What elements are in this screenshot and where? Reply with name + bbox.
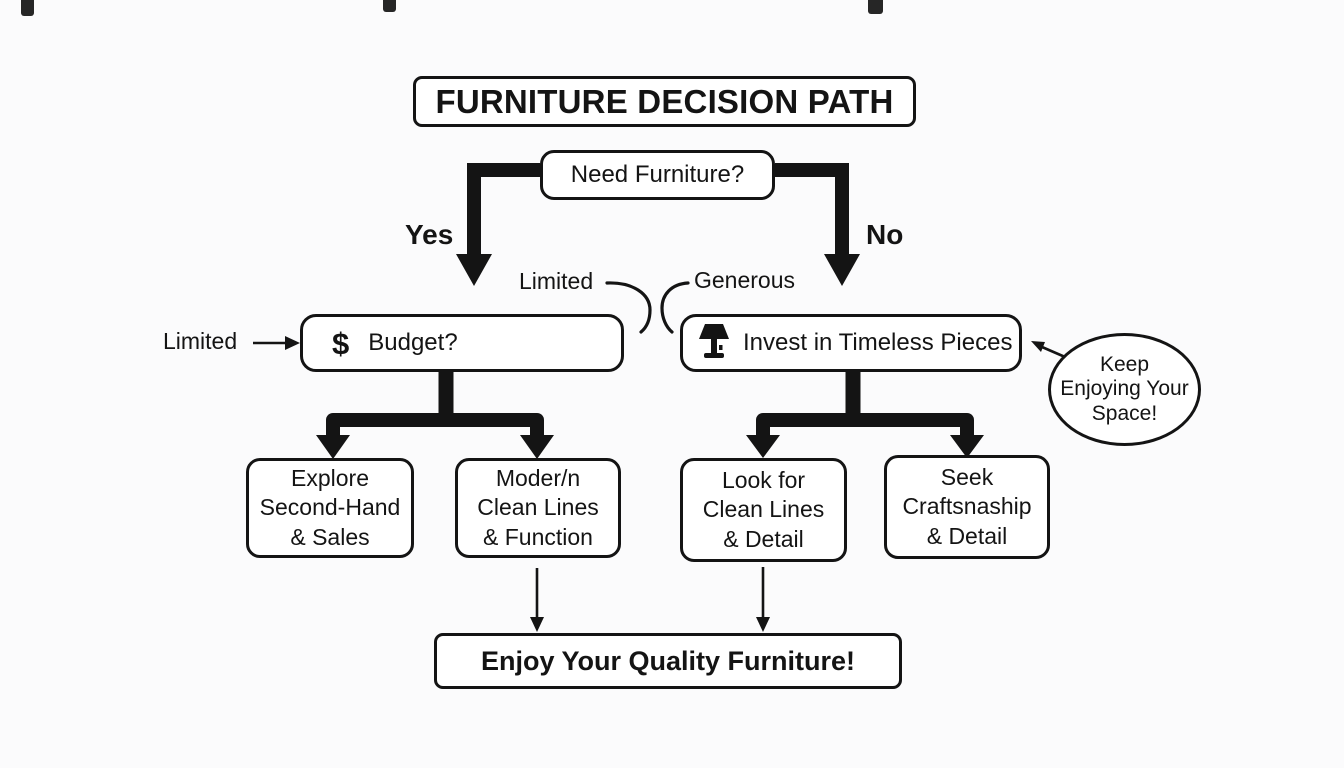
node-invest-timeless: Invest in Timeless Pieces bbox=[680, 314, 1022, 372]
edge-yes-arrow bbox=[456, 163, 540, 286]
edge-label-no: No bbox=[866, 219, 904, 250]
node-label: Budget? bbox=[368, 329, 458, 356]
callout-keep-enjoying: Keep Enjoying Your Space! bbox=[1048, 333, 1201, 446]
callout-line: Enjoying Your bbox=[1060, 377, 1189, 401]
edge-label-yes: Yes bbox=[405, 219, 454, 250]
node-label: Moder/n Clean Lines & Function bbox=[477, 464, 599, 550]
edge-modern-to-final bbox=[530, 568, 544, 632]
artifact-mark bbox=[383, 0, 396, 12]
node-label: Need Furniture? bbox=[570, 161, 745, 188]
edge-label-generous: Generous bbox=[694, 267, 796, 293]
node-final-enjoy: Enjoy Your Quality Furniture! bbox=[434, 633, 902, 689]
artifact-mark bbox=[868, 0, 883, 14]
edge-label-limited: Limited bbox=[519, 268, 594, 294]
title-box: FURNITURE DECISION PATH bbox=[413, 76, 916, 127]
node-budget: $ Budget? bbox=[300, 314, 624, 372]
edge-limited-curve bbox=[605, 281, 652, 334]
node-label: Invest in Timeless Pieces bbox=[743, 329, 1013, 356]
edge-invest-split bbox=[746, 371, 984, 458]
table-lamp-icon bbox=[699, 324, 729, 358]
node-modern-clean-lines: Moder/n Clean Lines & Function bbox=[455, 458, 621, 558]
node-explore-secondhand: Explore Second-Hand & Sales bbox=[246, 458, 414, 558]
node-label: Look for Clean Lines & Detail bbox=[702, 466, 825, 552]
page-title: FURNITURE DECISION PATH bbox=[435, 82, 894, 120]
node-label: Enjoy Your Quality Furniture! bbox=[480, 645, 856, 676]
node-look-for-clean-lines: Look for Clean Lines & Detail bbox=[680, 458, 847, 562]
node-label: Seek Craftsnaship & Detail bbox=[902, 463, 1032, 549]
edge-limited-side-arrow bbox=[253, 336, 300, 350]
edge-cleanlines-to-final bbox=[756, 567, 770, 632]
edge-generous-curve bbox=[660, 281, 690, 334]
edge-no-arrow bbox=[775, 163, 860, 286]
edge-budget-split bbox=[316, 371, 554, 459]
side-label-limited: Limited bbox=[163, 328, 238, 354]
artifact-mark bbox=[21, 0, 34, 16]
node-seek-craftsmanship: Seek Craftsnaship & Detail bbox=[884, 455, 1050, 559]
node-need-furniture: Need Furniture? bbox=[540, 150, 775, 200]
dollar-icon: $ bbox=[332, 325, 350, 361]
callout-line: Space! bbox=[1091, 401, 1158, 425]
node-label: Explore Second-Hand & Sales bbox=[259, 464, 401, 550]
callout-line: Keep bbox=[1099, 352, 1150, 376]
